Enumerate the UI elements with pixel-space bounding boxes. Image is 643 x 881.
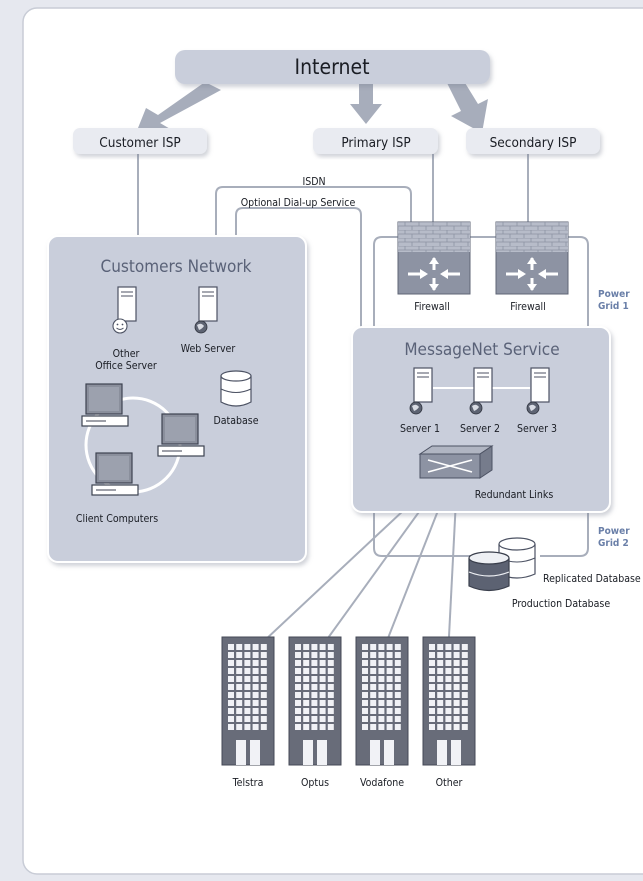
server-2-label: Server 2 xyxy=(460,423,500,435)
messagenet-title: MessageNet Service xyxy=(404,340,559,360)
carrier-label-vodafone: Vodafone xyxy=(360,777,404,789)
outer-panel xyxy=(22,7,643,875)
customer-isp-label: Customer ISP xyxy=(99,135,180,151)
primary-isp-label: Primary ISP xyxy=(341,135,410,151)
building-icon-vodafone xyxy=(355,636,409,766)
dialup-label: Optional Dial-up Service xyxy=(241,197,356,209)
client-computers-label: Client Computers xyxy=(76,513,158,525)
client-computer-icon xyxy=(91,452,139,496)
internet-box xyxy=(175,50,490,84)
isdn-label: ISDN xyxy=(302,176,325,188)
secondary-isp-label: Secondary ISP xyxy=(490,135,577,151)
carrier-label-optus: Optus xyxy=(301,777,329,789)
building-icon-telstra xyxy=(221,636,275,766)
firewall-2-label: Firewall xyxy=(510,301,546,313)
power-grid-1-line2: Grid 1 xyxy=(598,301,629,312)
isp-boxes xyxy=(73,128,600,154)
power-grid-2-line1: Power xyxy=(598,526,630,537)
switch-icon xyxy=(418,445,494,479)
internet-label: Internet xyxy=(295,55,370,79)
other-office-server-icon xyxy=(112,286,137,334)
server-3-label: Server 3 xyxy=(517,423,557,435)
database-icon xyxy=(220,370,252,407)
firewall-2-icon xyxy=(495,221,569,295)
client-computer-icon xyxy=(157,413,205,457)
customers-network-title: Customers Network xyxy=(101,257,252,277)
other-office-line2: Office Server xyxy=(95,360,157,372)
firewall-1-label: Firewall xyxy=(414,301,450,313)
carrier-label-other: Other xyxy=(436,777,463,789)
carrier-label-telstra: Telstra xyxy=(232,777,264,789)
internet-arrows xyxy=(136,78,488,133)
building-icon-optus xyxy=(288,636,342,766)
power-grid-1-line1: Power xyxy=(598,289,630,300)
replicated-database-label: Replicated Database xyxy=(543,573,641,585)
production-database-icon xyxy=(468,551,510,592)
server-1-label: Server 1 xyxy=(400,423,440,435)
other-office-line1: Other xyxy=(113,348,140,360)
redundant-links-label: Redundant Links xyxy=(475,489,554,501)
web-server-label: Web Server xyxy=(181,343,236,355)
production-database-label: Production Database xyxy=(512,598,610,610)
firewall-1-icon xyxy=(397,221,471,295)
client-computer-icon xyxy=(81,383,129,427)
database-label: Database xyxy=(213,415,258,427)
power-grid-2-line2: Grid 2 xyxy=(598,538,629,549)
building-icon-other xyxy=(422,636,476,766)
carrier-buildings xyxy=(221,636,476,766)
